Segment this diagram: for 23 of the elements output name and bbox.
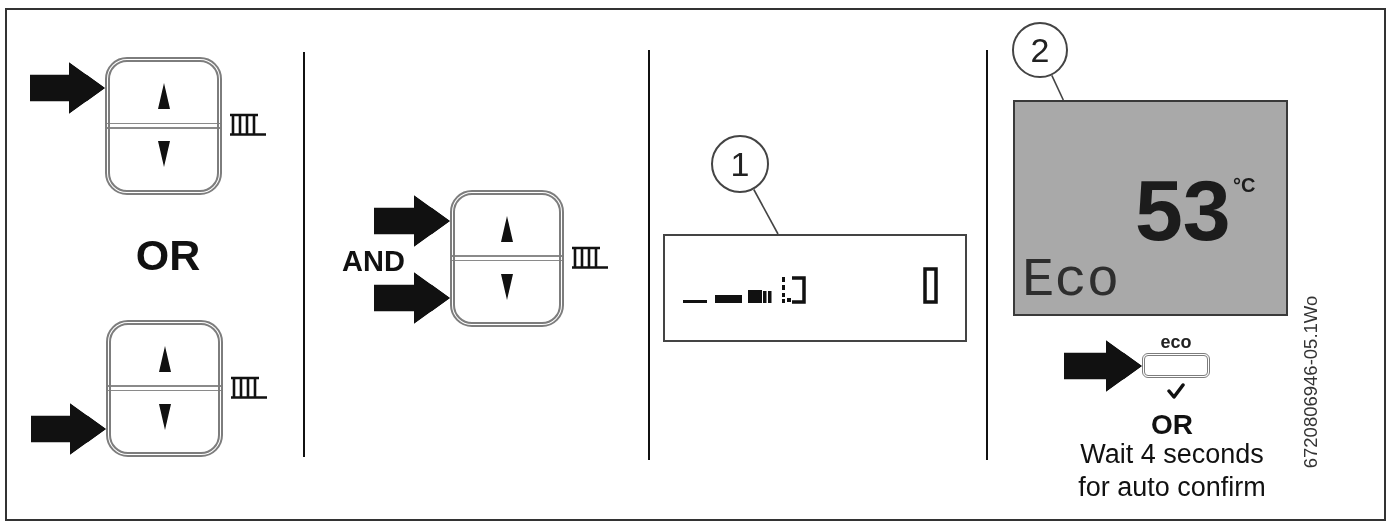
instruction-text: Wait 4 seconds for auto confirm bbox=[1077, 438, 1267, 504]
connective-label: OR bbox=[135, 234, 201, 277]
callout-number: 1 bbox=[711, 135, 769, 193]
connective-label: OR bbox=[1151, 411, 1193, 439]
pointer-arrow bbox=[1064, 340, 1142, 392]
unit-label: °C bbox=[1233, 175, 1256, 195]
leader-line bbox=[1051, 74, 1065, 101]
pointer-arrow bbox=[30, 62, 105, 114]
pointer-arrow bbox=[374, 195, 450, 247]
leader-line bbox=[753, 188, 779, 235]
button-label: eco bbox=[1160, 333, 1192, 351]
callout-number: 2 bbox=[1012, 22, 1068, 78]
mode-text: Eco bbox=[1022, 254, 1120, 308]
rocker-button bbox=[106, 320, 223, 457]
pointer-arrow bbox=[31, 403, 106, 455]
temperature-readout: 53 bbox=[1135, 167, 1231, 253]
connective-label: AND bbox=[342, 247, 405, 276]
pointer-arrow bbox=[374, 272, 450, 324]
display-panel bbox=[663, 234, 967, 342]
rocker-button bbox=[450, 190, 564, 327]
figure-code: 6720806946-05.1Wo bbox=[1301, 295, 1321, 469]
rocker-button bbox=[105, 57, 222, 195]
lcd-display bbox=[1013, 100, 1288, 316]
